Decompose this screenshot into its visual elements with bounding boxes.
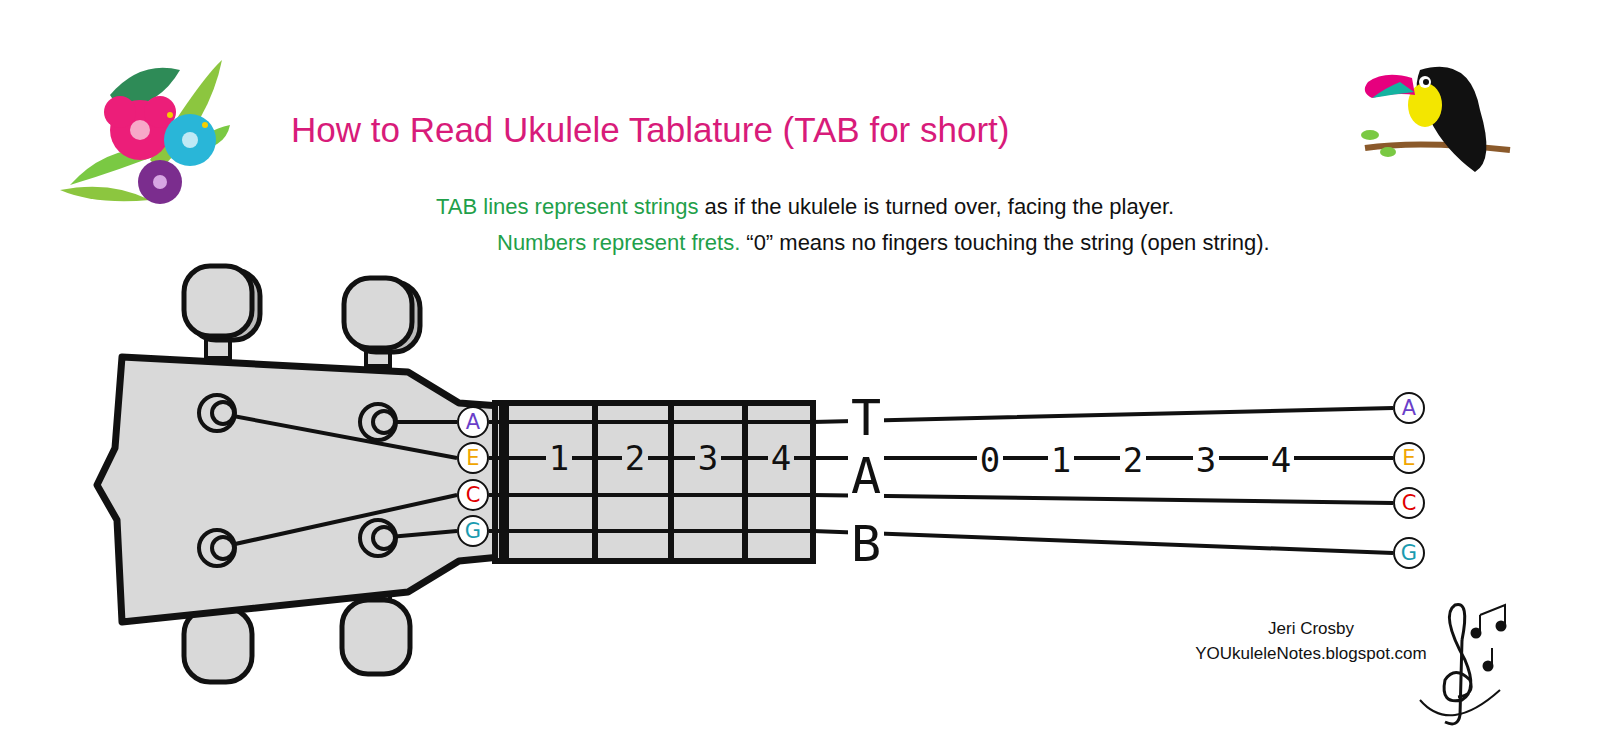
toucan [1361,130,1379,140]
flower-bouquet [202,122,208,128]
note-text: “0” means no fingers touching the string… [746,232,1269,254]
string-name-circle: C [457,479,489,511]
fretboard [495,403,813,561]
tab-fret-number: 1 [1048,443,1074,477]
string-name-circle: E [1393,442,1425,474]
flower-bouquet [167,112,173,118]
string-name: A [466,412,480,433]
title: How to Read Ukulele Tablature (TAB for s… [291,112,1009,147]
string-name: E [466,448,479,469]
treble-clef [1497,622,1505,630]
tuning-pegs [344,278,412,348]
toucan [1380,147,1396,157]
string-name-circle: C [1393,487,1425,519]
tab-fret-number: 0 [977,443,1003,477]
fretboard [495,403,813,561]
ukulele-string [489,408,1393,422]
flower-bouquet [138,160,182,204]
string-name: G [465,521,481,542]
fret-number: 2 [622,441,648,475]
note-highlight: TAB lines represent strings [436,196,698,218]
toucan [1372,82,1414,98]
tuning-pegs [342,600,410,674]
author-credit: Jeri Crosby [1268,620,1354,637]
note-highlight: Numbers represent frets. [497,232,740,254]
tuner-posts [373,527,395,549]
treble-clef [1484,662,1492,670]
flower-bouquet [104,96,136,128]
fret-number: 1 [546,441,572,475]
treble-clef [1420,604,1505,723]
fretboard [742,403,748,561]
fretboard [668,403,674,561]
flower-bouquet [164,114,216,166]
fret-number: 4 [768,441,794,475]
string-name: G [1401,543,1417,564]
treble-clef [1472,629,1480,637]
tab-fret-number: 3 [1193,443,1219,477]
tab-fret-number: 2 [1120,443,1146,477]
peg-strings [217,495,457,548]
string-name: A [1402,398,1416,419]
headstock [97,357,500,622]
tuner-posts [360,520,396,556]
string-name-circle: A [1393,392,1425,424]
tuner-posts [212,402,234,424]
fretboard [499,403,509,561]
fretboard [592,403,598,561]
string-name-circle: E [457,442,489,474]
string-name: E [1402,448,1415,469]
peg-strings [217,413,457,548]
tab-letter: B [848,519,884,569]
treble-clef [1480,605,1505,632]
tuning-pegs [184,608,252,682]
ukulele-string [489,495,1393,503]
website-credit: YOUkuleleNotes.blogspot.com [1195,645,1427,662]
tuner-posts [360,404,396,440]
treble-clef [1445,640,1462,724]
string-name-circle: A [457,406,489,438]
string-name-circle: G [1393,537,1425,569]
tab-fret-number: 4 [1268,443,1294,477]
tuner-posts [199,395,235,431]
toucan [1419,76,1431,88]
flower-bouquet [60,60,230,204]
tuner-posts [373,411,395,433]
tab-letter: T [848,393,884,443]
tuning-pegs [184,266,252,336]
string-name: C [1402,493,1417,514]
flower-bouquet [60,187,150,202]
toucan [1361,67,1510,172]
string-name-circle: G [457,515,489,547]
flower-bouquet [153,175,167,189]
flower-bouquet [130,120,150,140]
tuner-posts [199,395,396,566]
ukulele-string [489,531,1393,553]
toucan [1365,75,1415,98]
flower-bouquet [104,96,176,160]
treble-clef [1420,690,1500,715]
string-name: C [466,485,481,506]
flower-bouquet [164,114,216,166]
flower-bouquet [138,160,182,204]
tuner-posts [212,537,234,559]
tab-letter: A [848,451,884,501]
tuner-posts [199,530,235,566]
fret-number: 3 [695,441,721,475]
flower-bouquet [182,132,198,148]
toucan [1423,79,1429,85]
peg-strings [217,413,457,458]
treble-clef [1444,604,1471,700]
note-text: as if the ukulele is turned over, facing… [704,196,1174,218]
